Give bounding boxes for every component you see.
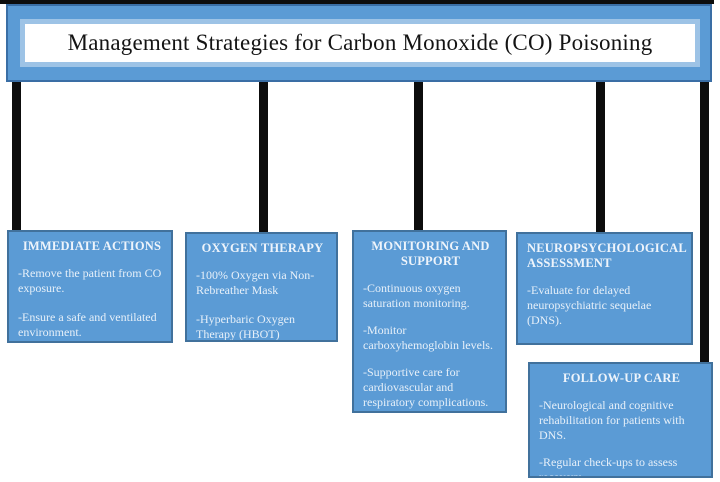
connector-line-neuro-assessment bbox=[596, 82, 605, 232]
box-item: -Monitor carboxyhemoglobin levels. bbox=[363, 323, 493, 352]
connector-line-monitoring-support bbox=[414, 82, 423, 230]
box-header: IMMEDIATE ACTIONS bbox=[22, 239, 162, 253]
box-item: -Continuous oxygen saturation monitoring… bbox=[363, 281, 470, 310]
box-header: FOLLOW-UP CARE bbox=[562, 371, 681, 385]
box-header: MONITORING AND SUPPORT bbox=[371, 239, 490, 268]
box-item: -Hyperbaric Oxygen Therapy (HBOT) bbox=[196, 312, 295, 341]
connector-line-immediate-actions bbox=[12, 82, 21, 230]
connector-line-oxygen-therapy bbox=[259, 82, 268, 232]
title-banner: Management Strategies for Carbon Monoxid… bbox=[6, 4, 712, 82]
box-item: -Neurological and cognitive rehabilitati… bbox=[539, 398, 685, 442]
box-item: -100% Oxygen via Non-Rebreather Mask bbox=[196, 268, 315, 297]
box-item: -Ensure a safe and ventilated environmen… bbox=[18, 310, 157, 339]
strategy-box-oxygen-therapy: OXYGEN THERAPY -100% Oxygen via Non-Rebr… bbox=[185, 232, 338, 342]
box-item: -Remove the patient from CO exposure. bbox=[18, 266, 162, 295]
box-item: -Supportive care for cardiovascular and … bbox=[363, 365, 489, 409]
strategy-box-monitoring-support: MONITORING AND SUPPORT -Continuous oxyge… bbox=[352, 230, 507, 413]
box-header: OXYGEN THERAPY bbox=[201, 241, 324, 255]
box-header: NEUROPSYCHOLOGICAL ASSESSMENT bbox=[527, 241, 687, 270]
diagram-title: Management Strategies for Carbon Monoxid… bbox=[67, 30, 653, 55]
top-border-line bbox=[0, 0, 714, 4]
strategy-box-immediate-actions: IMMEDIATE ACTIONS -Remove the patient fr… bbox=[7, 230, 173, 343]
box-item: -Regular check-ups to assess recovery. bbox=[539, 455, 678, 478]
box-item: -Evaluate for delayed neuropsychiatric s… bbox=[527, 283, 652, 327]
strategy-box-follow-up-care: FOLLOW-UP CARE -Neurological and cogniti… bbox=[528, 362, 713, 478]
title-box: Management Strategies for Carbon Monoxid… bbox=[20, 19, 700, 67]
connector-line-follow-up-care bbox=[700, 82, 709, 362]
strategy-box-neuropsychological-assessment: NEUROPSYCHOLOGICAL ASSESSMENT -Evaluate … bbox=[516, 232, 693, 345]
